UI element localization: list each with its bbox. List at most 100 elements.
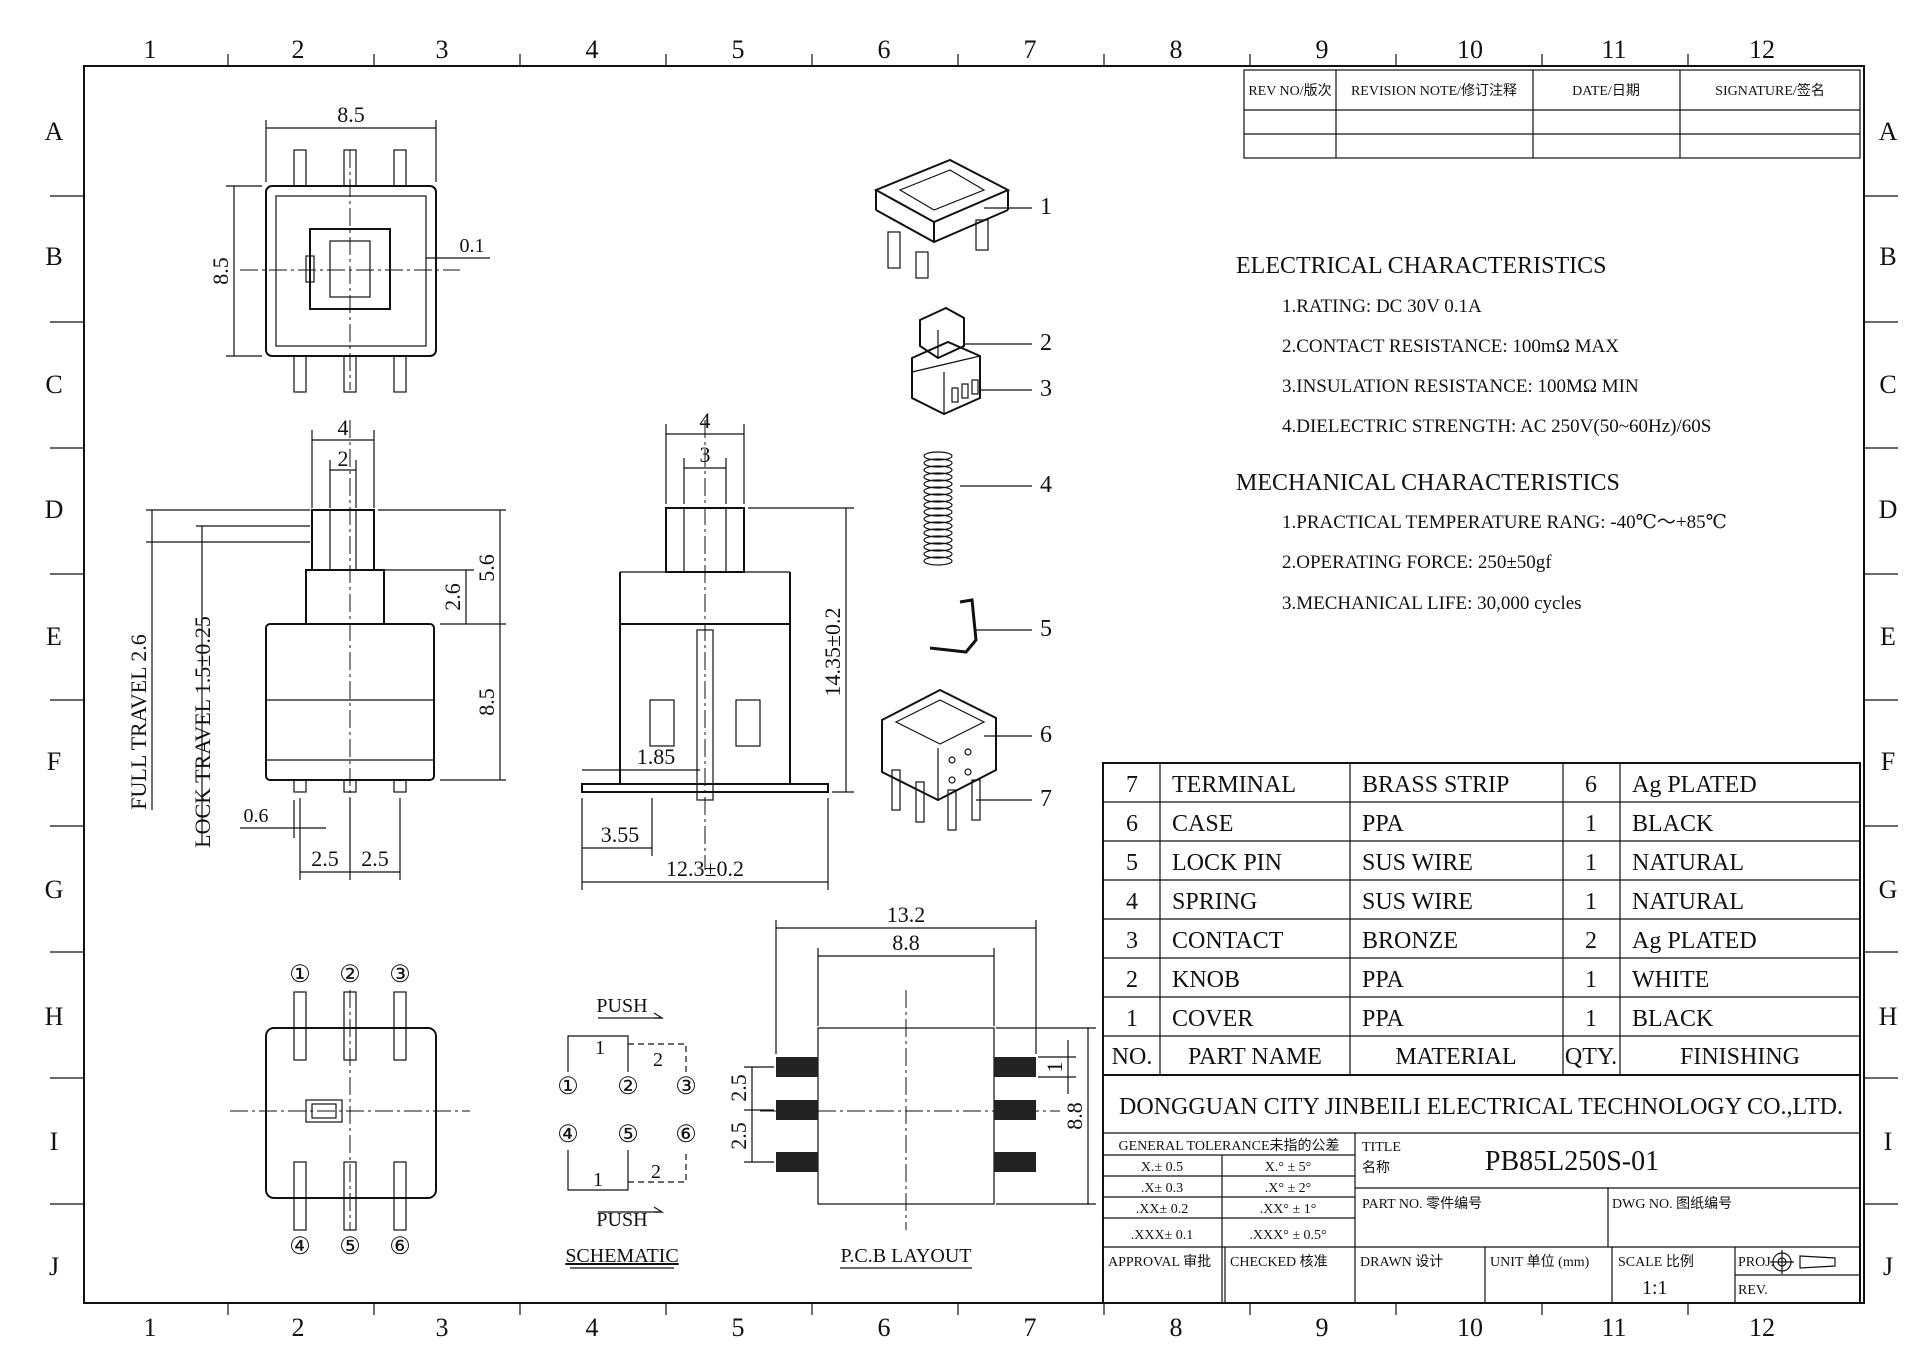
- schematic-pin: ⑤: [617, 1122, 639, 1148]
- tolerance-title: GENERAL TOLERANCE未指的公差: [1118, 1138, 1339, 1154]
- bom-header-qty: QTY.: [1565, 1044, 1617, 1070]
- bom-finishing: NATURAL: [1632, 850, 1744, 876]
- grid-row-label: A: [1879, 117, 1898, 146]
- dim-label: 1: [1042, 1062, 1067, 1073]
- pin-label: ③: [389, 962, 411, 988]
- grid-column-label: 10: [1457, 35, 1483, 64]
- bom-qty: 2: [1585, 928, 1597, 954]
- part-1-cover: [873, 158, 1032, 279]
- pcb-pad: [994, 1100, 1036, 1120]
- company-name: DONGGUAN CITY JINBEILI ELECTRICAL TECHNO…: [1119, 1094, 1843, 1120]
- rev-header-no: REV NO/版次: [1248, 83, 1331, 99]
- grid-column-label: 8: [1170, 35, 1183, 64]
- dim-label: 4: [700, 408, 711, 433]
- grid-column-label: 12: [1749, 1313, 1775, 1342]
- dim-label: 2: [338, 446, 349, 471]
- bom-no: 6: [1126, 811, 1138, 837]
- scale-label: SCALE 比例: [1618, 1254, 1694, 1270]
- dim-label: 8.5: [337, 102, 365, 127]
- electrical-title: ELECTRICAL CHARACTERISTICS: [1236, 253, 1606, 279]
- rev-header-signature: SIGNATURE/签名: [1715, 82, 1825, 99]
- callout-number: 3: [1040, 376, 1052, 402]
- bom-no: 1: [1126, 1006, 1138, 1032]
- bom-material: SUS WIRE: [1362, 889, 1473, 915]
- electrical-characteristics: ELECTRICAL CHARACTERISTICS 1.RATING: DC …: [1236, 253, 1711, 437]
- grid-column-label: 6: [878, 1313, 891, 1342]
- bom-no: 7: [1126, 772, 1138, 798]
- dim-label: 8.5: [208, 257, 233, 285]
- bom-header-no: NO.: [1112, 1044, 1153, 1070]
- dim-label: 2.5: [311, 846, 339, 871]
- bom-material: BRONZE: [1362, 928, 1458, 954]
- grid-row-label: J: [1883, 1252, 1893, 1281]
- grid-row-label: E: [46, 622, 62, 651]
- bom-part-name: SPRING: [1172, 889, 1257, 915]
- pin-label: ②: [339, 962, 361, 988]
- bom-finishing: NATURAL: [1632, 889, 1744, 915]
- callout-number: 5: [1040, 616, 1052, 642]
- mechanical-characteristics: MECHANICAL CHARACTERISTICS 1.PRACTICAL T…: [1236, 470, 1727, 614]
- pin-label: ⑥: [389, 1234, 411, 1260]
- grid-column-label: 11: [1601, 35, 1626, 64]
- grid-row-label: E: [1880, 622, 1896, 651]
- grid-row-label: F: [47, 747, 61, 776]
- dim-label: 5.6: [474, 554, 499, 582]
- tolerance-right: .X° ± 2°: [1265, 1181, 1312, 1196]
- schematic: PUSH 1 2 ① ② ③ ④ ⑤ ⑥ 1 2 PUSH SCHEMATIC: [557, 995, 697, 1269]
- bom-part-name: TERMINAL: [1172, 772, 1296, 798]
- grid-column-label: 10: [1457, 1313, 1483, 1342]
- grid-column-label: 4: [586, 1313, 599, 1342]
- unit-label: UNIT 单位 (mm): [1490, 1254, 1590, 1270]
- tolerance-right: .XXX° ± 0.5°: [1249, 1228, 1326, 1243]
- schematic-pin: ④: [557, 1122, 579, 1148]
- grid-column-label: 1: [144, 35, 157, 64]
- checked-label: CHECKED 核准: [1230, 1254, 1328, 1270]
- grid-column-label: 3: [436, 1313, 449, 1342]
- schematic-pin: ①: [557, 1074, 579, 1100]
- grid-column-label: 5: [732, 1313, 745, 1342]
- bom-qty: 1: [1585, 811, 1597, 837]
- pcb-pad: [776, 1057, 818, 1077]
- callout-number: 2: [1040, 330, 1052, 356]
- dim-label: 1.85: [637, 744, 676, 769]
- dim-label: 0.1: [460, 235, 485, 257]
- grid-row-label: G: [45, 875, 64, 904]
- callout-number: 1: [1040, 194, 1052, 220]
- tolerance-left: .XX± 0.2: [1136, 1202, 1188, 1217]
- grid-column-label: 12: [1749, 35, 1775, 64]
- pin-label: ⑤: [339, 1234, 361, 1260]
- dim-label: 2.5: [726, 1122, 751, 1150]
- grid-column-label: 9: [1316, 1313, 1329, 1342]
- grid-column-label: 3: [436, 35, 449, 64]
- bom-no: 5: [1126, 850, 1138, 876]
- title-label-cn: 名称: [1362, 1160, 1390, 1176]
- dim-label: 2.5: [726, 1074, 751, 1102]
- dim-label: 2.5: [361, 846, 389, 871]
- push-label: PUSH: [596, 995, 647, 1017]
- grid-column-label: 7: [1024, 1313, 1037, 1342]
- electrical-item: 2.CONTACT RESISTANCE: 100mΩ MAX: [1282, 336, 1619, 357]
- callout-number: 6: [1040, 722, 1052, 748]
- schematic-pin: ⑥: [675, 1122, 697, 1148]
- schematic-node: 1: [595, 1037, 605, 1059]
- bom-part-name: CONTACT: [1172, 928, 1284, 954]
- dim-label: 14.35±0.2: [820, 607, 845, 696]
- bom-part-name: CASE: [1172, 811, 1233, 837]
- grid-column-label: 11: [1601, 1313, 1626, 1342]
- bom-finishing: BLACK: [1632, 811, 1714, 837]
- approval-label: APPROVAL 审批: [1108, 1254, 1211, 1270]
- grid-column-label: 9: [1316, 35, 1329, 64]
- pin-label: ④: [289, 1234, 311, 1260]
- grid-row-label: B: [45, 242, 62, 271]
- bom-header-name: PART NAME: [1188, 1044, 1322, 1070]
- bom-header-finishing: FINISHING: [1680, 1044, 1800, 1070]
- pcb-layout: 13.2 8.8 2.5 2.5 1 8.8 P.C.B LAYOUT: [726, 902, 1096, 1269]
- lock-travel-label: LOCK TRAVEL 1.5±0.25: [190, 616, 215, 848]
- dim-label: 8.8: [892, 930, 920, 955]
- dim-label: 3: [700, 442, 711, 467]
- grid-column-label: 4: [586, 35, 599, 64]
- title-label: TITLE: [1362, 1140, 1401, 1155]
